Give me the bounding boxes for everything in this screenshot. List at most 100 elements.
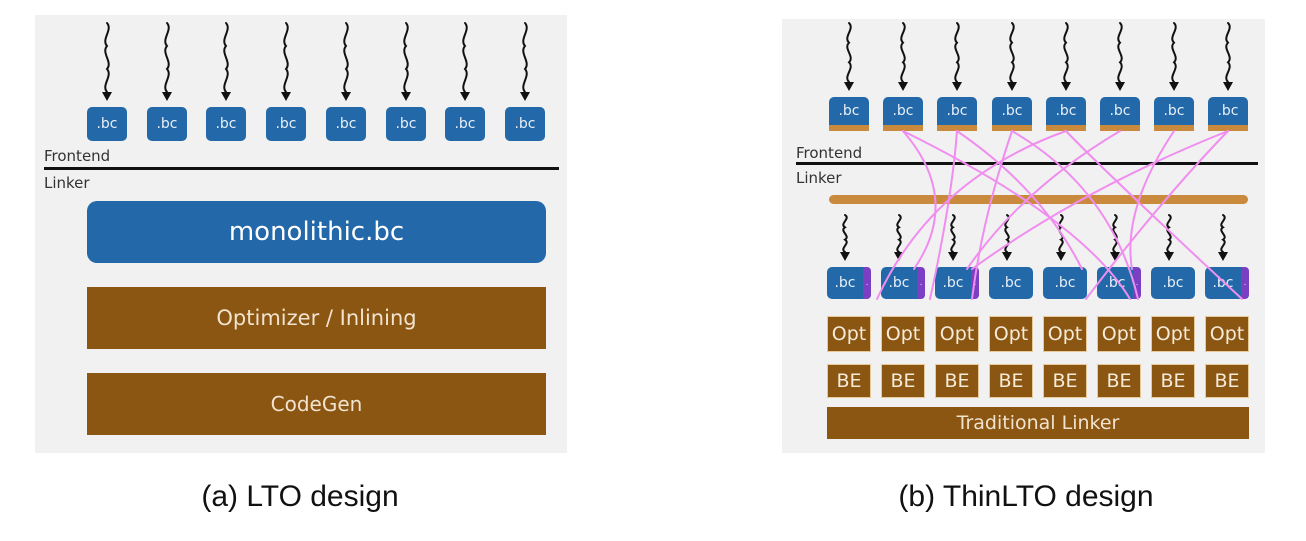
be-block: BE xyxy=(881,364,925,398)
backend-bc-label: .bc xyxy=(881,267,917,299)
backend-bc-module: .bc xyxy=(1151,267,1195,299)
backend-bc-label: .bc xyxy=(989,267,1033,299)
backend-arrow-icon xyxy=(1164,214,1174,261)
source-arrow-icon xyxy=(1007,22,1017,91)
import-link xyxy=(1065,130,1243,300)
thinlto-bc-label: .bc xyxy=(1100,97,1140,125)
summary-strip xyxy=(829,125,869,131)
opt-block: Opt xyxy=(827,316,871,352)
backend-arrow-icon xyxy=(1110,214,1120,261)
source-arrow-icon xyxy=(1061,22,1071,91)
thinlto-bc-label: .bc xyxy=(992,97,1032,125)
source-arrow-icon xyxy=(1223,22,1233,91)
combined-summary-bar xyxy=(829,195,1248,204)
opt-block: Opt xyxy=(1097,316,1141,352)
thinlto-divider xyxy=(796,162,1258,165)
source-arrow-icon xyxy=(460,22,470,101)
summary-strip xyxy=(937,125,977,131)
caption-lto: (a) LTO design xyxy=(201,480,399,513)
source-arrow-icon xyxy=(1169,22,1179,91)
backend-bc-module: .bc xyxy=(989,267,1033,299)
be-block: BE xyxy=(935,364,979,398)
backend-bc-module: .bc . xyxy=(1097,267,1141,299)
thinlto-bc-module: .bc xyxy=(1046,97,1086,131)
be-block: BE xyxy=(827,364,871,398)
opt-block: Opt xyxy=(935,316,979,352)
imported-functions-strip: . xyxy=(1241,267,1249,299)
backend-bc-label: .bc xyxy=(1043,267,1087,299)
backend-bc-module: .bc . xyxy=(827,267,871,299)
source-arrow-icon xyxy=(102,22,112,101)
opt-block: Opt xyxy=(989,316,1033,352)
import-link xyxy=(929,130,958,300)
traditional-linker-block: Traditional Linker xyxy=(827,407,1249,439)
monolithic-bc-block: monolithic.bc xyxy=(87,201,546,263)
thinlto-bc-module: .bc xyxy=(829,97,869,131)
be-block: BE xyxy=(1097,364,1141,398)
lto-frontend-label: Frontend xyxy=(44,147,111,165)
thinlto-bc-module: .bc xyxy=(1208,97,1248,131)
import-link xyxy=(902,130,937,270)
backend-bc-label: .bc xyxy=(1151,267,1195,299)
lto-divider xyxy=(44,167,559,170)
lto-bc-module: .bc xyxy=(147,107,187,141)
source-arrow-icon xyxy=(898,22,908,91)
be-block: BE xyxy=(1151,364,1195,398)
thinlto-bc-label: .bc xyxy=(1046,97,1086,125)
lto-bc-module: .bc xyxy=(87,107,127,141)
thinlto-linker-label: Linker xyxy=(796,169,842,187)
backend-bc-label: .bc xyxy=(935,267,971,299)
backend-bc-label: .bc xyxy=(827,267,863,299)
import-link xyxy=(1129,130,1175,270)
opt-block: Opt xyxy=(881,316,925,352)
caption-thinlto: (b) ThinLTO design xyxy=(898,480,1154,513)
backend-arrow-icon xyxy=(948,214,958,261)
summary-strip xyxy=(883,125,923,131)
import-link xyxy=(956,130,1083,270)
import-link xyxy=(902,130,1131,300)
be-block: BE xyxy=(989,364,1033,398)
lto-bc-module: .bc xyxy=(505,107,545,141)
thinlto-arrows-layer xyxy=(840,22,1233,261)
thinlto-bc-label: .bc xyxy=(1208,97,1248,125)
thinlto-bc-module: .bc xyxy=(883,97,923,131)
thinlto-bc-label: .bc xyxy=(1154,97,1194,125)
import-link xyxy=(876,130,1067,300)
source-arrow-icon xyxy=(520,22,530,101)
thinlto-bc-module: .bc xyxy=(1154,97,1194,131)
thinlto-diagram: .bc .bc .bc .bc .bc .bc .bc .bc Frontend… xyxy=(782,19,1265,453)
backend-arrow-icon xyxy=(1218,214,1228,261)
import-link xyxy=(971,130,1229,270)
be-block: BE xyxy=(1043,364,1087,398)
import-link xyxy=(1085,130,1229,300)
imported-functions-strip: . xyxy=(863,267,871,299)
import-link xyxy=(1011,130,1139,300)
thinlto-frontend-label: Frontend xyxy=(796,144,863,162)
codegen-block: CodeGen xyxy=(87,373,546,435)
thinlto-bc-label: .bc xyxy=(829,97,869,125)
be-block: BE xyxy=(1205,364,1249,398)
source-arrow-icon xyxy=(1115,22,1125,91)
source-arrow-icon xyxy=(401,22,411,101)
import-link xyxy=(971,130,1013,300)
opt-block: Opt xyxy=(1043,316,1087,352)
thinlto-bc-label: .bc xyxy=(883,97,923,125)
source-arrow-icon xyxy=(221,22,231,101)
backend-arrow-icon xyxy=(840,214,850,261)
thinlto-bc-module: .bc xyxy=(1100,97,1140,131)
summary-strip xyxy=(1046,125,1086,131)
backend-bc-module: .bc xyxy=(1043,267,1087,299)
imported-functions-strip: . xyxy=(1133,267,1141,299)
summary-strip xyxy=(1208,125,1248,131)
lto-diagram: .bc .bc .bc .bc .bc .bc .bc .bc Frontend… xyxy=(35,15,567,453)
source-arrow-icon xyxy=(844,22,854,91)
lto-bc-module: .bc xyxy=(266,107,306,141)
lto-bc-module: .bc xyxy=(326,107,366,141)
source-arrow-icon xyxy=(281,22,291,101)
opt-block: Opt xyxy=(1205,316,1249,352)
optimizer-inlining-block: Optimizer / Inlining xyxy=(87,287,546,349)
lto-bc-module: .bc xyxy=(445,107,485,141)
source-arrow-icon xyxy=(162,22,172,101)
source-arrow-icon xyxy=(952,22,962,91)
opt-block: Opt xyxy=(1151,316,1195,352)
